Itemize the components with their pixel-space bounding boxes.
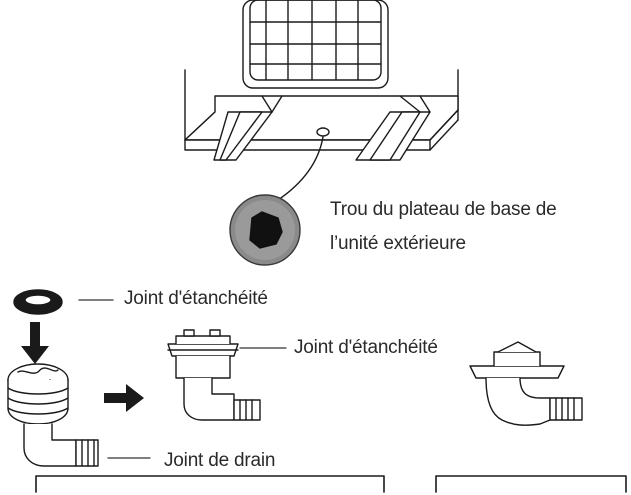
- assembled-seal-label: Joint d'étanchéité: [294, 337, 438, 358]
- base-plate-hole: [317, 128, 329, 136]
- right-strap: [356, 96, 430, 160]
- right-arrow-icon: [104, 384, 144, 412]
- outdoor-unit: [185, 0, 458, 200]
- drain-joint-part: [8, 364, 150, 466]
- fan-grille: [243, 0, 388, 88]
- left-bracket: [36, 476, 384, 492]
- installed-drain-joint: [470, 342, 582, 425]
- right-bracket: [436, 476, 626, 492]
- assembled-drain-joint: [168, 330, 286, 420]
- hole-callout: [230, 195, 300, 265]
- hole-leader-line: [278, 137, 323, 200]
- down-arrow-icon: [21, 322, 49, 364]
- left-strap: [214, 96, 282, 160]
- drain-joint-label: Joint de drain: [164, 450, 276, 471]
- base-hole-label-line2: l’unité extérieure: [330, 233, 466, 254]
- base-hole-label-line1: Trou du plateau de base de: [330, 199, 557, 220]
- seal-ring: [14, 290, 113, 314]
- seal-ring-label: Joint d'étanchéité: [124, 288, 268, 309]
